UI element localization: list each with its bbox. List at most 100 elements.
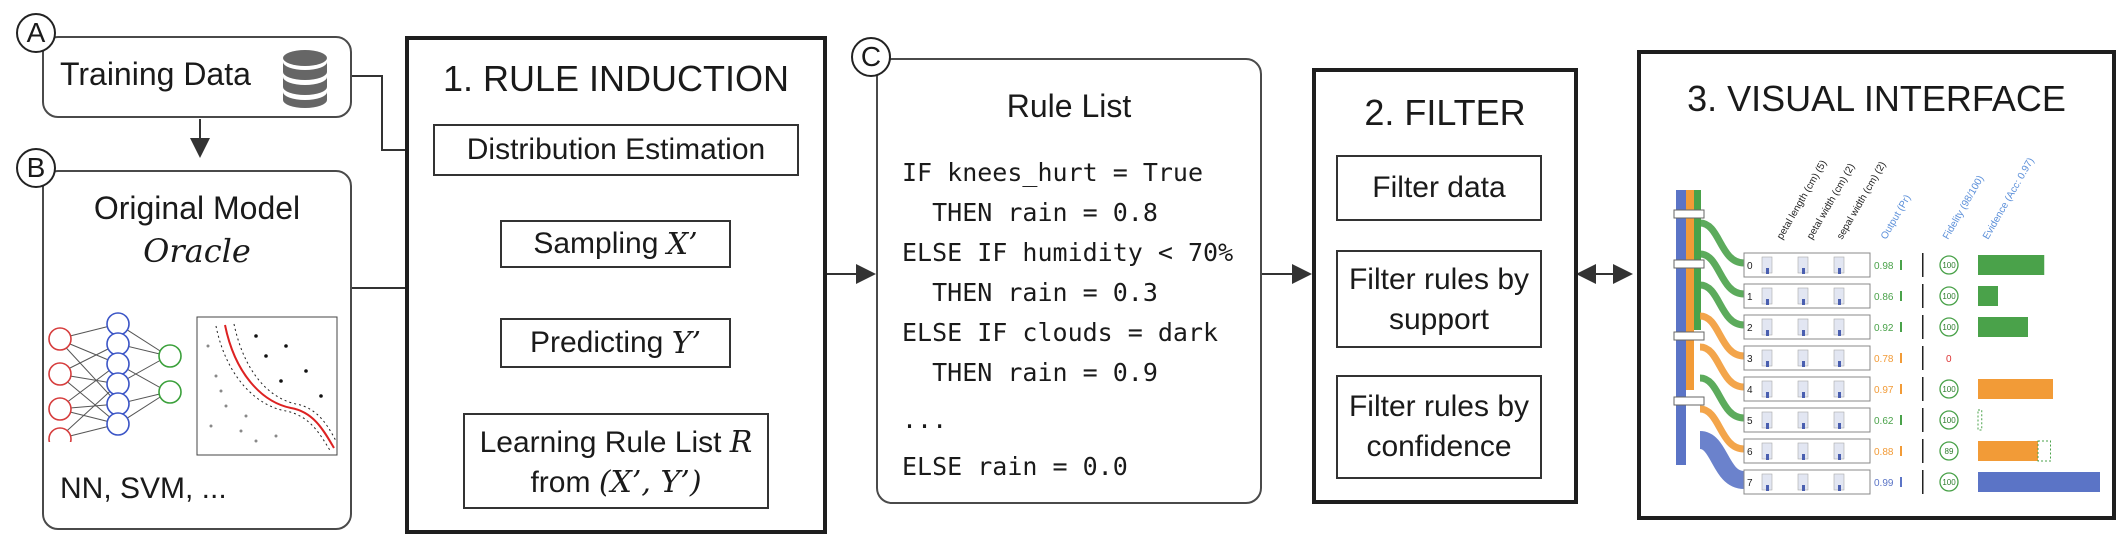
flow-link-0: [1699, 219, 1745, 267]
output-value: 0.97: [1874, 385, 1894, 396]
histogram-bar: [1802, 423, 1805, 429]
histogram-bar: [1838, 361, 1841, 367]
visual-interface-title: 3. VISUAL INTERFACE: [1687, 78, 2066, 119]
evidence-bar: [1978, 317, 2028, 337]
training-data-label: Training Data: [60, 56, 251, 92]
flow-link-7: [1698, 431, 1746, 489]
sampling-text: Sampling: [533, 227, 659, 260]
output-tick: [1900, 415, 1902, 425]
marker-b: B: [16, 148, 56, 188]
fidelity-circle: [1939, 472, 1959, 492]
rule-row-id: 7: [1747, 478, 1753, 489]
output-tick: [1900, 477, 1902, 487]
fidelity-value: 100: [1942, 385, 1956, 394]
output-tick: [1900, 322, 1902, 332]
evidence-bar: [1978, 255, 2045, 275]
rule-row-id: 4: [1747, 385, 1753, 396]
flow-node-1: [1673, 259, 1705, 269]
histogram-bar: [1838, 423, 1841, 429]
models-label: NN, SVM, ...: [60, 472, 227, 505]
learning-vars: (X’, Y’): [598, 465, 702, 500]
evidence-bar: [1978, 472, 2100, 492]
filter-confidence-line2: confidence: [1366, 430, 1512, 463]
histogram-bar: [1802, 485, 1805, 491]
learning-rule-list-box: Learning Rule List R from (X’, Y’): [463, 413, 769, 509]
database-icon: [283, 50, 327, 108]
rule-list-title: Rule List: [1006, 88, 1132, 124]
output-value: 0.99: [1874, 478, 1894, 489]
rule-row-id: 6: [1747, 447, 1753, 458]
histogram-bar: [1766, 268, 1769, 274]
histogram-bar: [1766, 454, 1769, 460]
rule-line-4: ELSE IF clouds = dark: [902, 318, 1219, 347]
column-header-3: Output (Pr): [1879, 193, 1913, 241]
rule-row-id: 3: [1747, 354, 1753, 365]
evidence-bar: [1978, 441, 2038, 461]
flow-node-3: [1673, 396, 1705, 406]
histogram-bar: [1838, 268, 1841, 274]
histogram-bar: [1766, 361, 1769, 367]
sampling-box: Sampling X’: [500, 220, 731, 268]
filter-support-line1: Filter rules by: [1348, 263, 1530, 296]
rule-line-6: ...: [902, 405, 948, 434]
histogram-bar: [1766, 299, 1769, 305]
filter-confidence-line1: Filter rules by: [1348, 390, 1530, 423]
rule-row-id: 1: [1747, 292, 1753, 303]
output-value: 0.86: [1874, 292, 1894, 303]
histogram-bar: [1802, 299, 1805, 305]
predicting-var: Y’: [671, 325, 702, 361]
column-separator: [1922, 253, 1924, 277]
filter-confidence-box: Filter rules by confidence: [1336, 375, 1542, 479]
output-value: 0.98: [1874, 261, 1894, 272]
rule-line-7: ELSE rain = 0.0: [902, 452, 1128, 481]
oracle-label: Oracle: [143, 232, 251, 270]
rule-row-id: 2: [1747, 323, 1753, 334]
rule-row-id: 5: [1747, 416, 1753, 427]
fidelity-value: 0: [1946, 354, 1952, 365]
column-separator: [1922, 315, 1924, 339]
histogram-bar: [1766, 392, 1769, 398]
rule-line-3: THEN rain = 0.3: [902, 278, 1158, 307]
histogram-bar: [1766, 485, 1769, 491]
rule-matrix-visualization: petal length (cm) (5)petal width (cm) (2…: [1673, 156, 2100, 495]
output-value: 0.78: [1874, 354, 1894, 365]
histogram-bar: [1802, 361, 1805, 367]
column-header-5: Evidence (Acc: 0.97): [1981, 156, 2037, 241]
fidelity-value: 100: [1942, 261, 1956, 270]
sampling-var: X’: [666, 226, 698, 262]
rule-list-box: Rule List IF knees_hurt = True THEN rain…: [876, 58, 1262, 504]
fidelity-value: 100: [1942, 478, 1956, 487]
fidelity-value: 100: [1942, 416, 1956, 425]
flow-link-3: [1699, 312, 1745, 360]
predicting-text: Predicting: [529, 326, 664, 359]
evidence-hatch: [1977, 409, 1983, 431]
filter-title: 2. FILTER: [1364, 92, 1526, 133]
learning-from-text: from: [530, 466, 599, 499]
column-separator: [1922, 439, 1924, 463]
histogram-bar: [1802, 392, 1805, 398]
evidence-bar: [1978, 379, 2053, 399]
fidelity-circle: [1939, 255, 1959, 275]
histogram-bar: [1838, 299, 1841, 305]
output-tick: [1900, 260, 1902, 270]
histogram-bar: [1838, 392, 1841, 398]
output-tick: [1900, 353, 1902, 363]
marker-a: A: [16, 13, 56, 53]
neural-network-icon: [48, 312, 182, 442]
column-separator: [1922, 284, 1924, 308]
column-separator: [1922, 377, 1924, 401]
learning-var: R: [729, 425, 753, 460]
flow-node-0: [1673, 209, 1705, 219]
flow-link-1: [1699, 250, 1745, 298]
marker-c: C: [851, 37, 891, 77]
rule-line-2: ELSE IF humidity < 70%: [902, 238, 1234, 267]
histogram-bar: [1802, 330, 1805, 336]
histogram-bar: [1766, 330, 1769, 336]
column-separator: [1922, 408, 1924, 432]
flow-bar-orange: [1686, 190, 1694, 390]
filter-support-box: Filter rules by support: [1336, 250, 1542, 348]
histogram-bar: [1838, 330, 1841, 336]
rule-line-5: THEN rain = 0.9: [902, 358, 1158, 387]
original-model-box: Original Model Oracle: [42, 170, 352, 530]
original-model-title: Original Model: [93, 190, 301, 226]
